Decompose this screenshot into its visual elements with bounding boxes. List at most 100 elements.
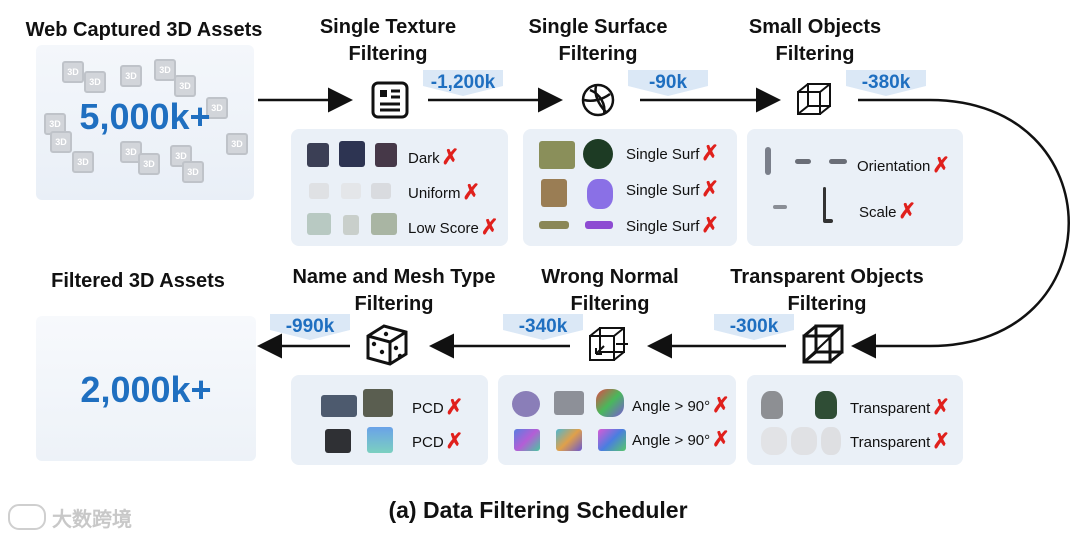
- criteria-panel-small: Orientation✗ Scale✗: [747, 129, 963, 246]
- removed-badge-texture: -1,200k: [423, 68, 503, 96]
- removed-badge-small: -380k: [846, 68, 926, 96]
- single-surface-asset-thumb: [539, 221, 569, 229]
- cube-3d-icon: 3D: [206, 97, 228, 119]
- wrong-normal-asset-thumb: [598, 429, 626, 451]
- cube-3d-icon: 3D: [120, 65, 142, 87]
- removed-badge-transparent: -300k: [714, 312, 794, 340]
- low-score-asset-thumb: [343, 215, 359, 235]
- pcd-asset-thumb: [367, 427, 393, 453]
- source-box: 3D 3D 3D 3D 3D 3D 3D 3D 3D 3D 3D 3D 3D 3…: [36, 45, 254, 200]
- removed-badge-surface: -90k: [628, 68, 708, 96]
- uniform-asset-thumb: [341, 183, 361, 199]
- watermark: 大数跨境: [8, 503, 132, 532]
- cube-3d-icon: 3D: [182, 161, 204, 183]
- reject-icon: ✗: [441, 146, 460, 169]
- texture-grid-icon: [370, 80, 410, 120]
- criterion-uniform: Uniform✗: [408, 181, 481, 204]
- knot-icon: [578, 80, 618, 120]
- criteria-panel-surface: Single Surf✗ Single Surf✗ Single Surf✗: [523, 129, 737, 246]
- dark-asset-thumb: [375, 143, 397, 167]
- cube-3d-icon: 3D: [226, 133, 248, 155]
- removed-badge-normal: -340k: [503, 312, 583, 340]
- uniform-asset-thumb: [309, 183, 329, 199]
- bounding-box-icon: [794, 80, 834, 120]
- cube-3d-icon: 3D: [72, 151, 94, 173]
- transparent-asset-thumb: [821, 427, 841, 455]
- arrow-curve-small-to-transparent: [851, 98, 1070, 359]
- criterion-angle: Angle > 90°✗: [632, 428, 730, 451]
- result-count: 2,000k+: [80, 369, 212, 410]
- criterion-low-score: Low Score✗: [408, 216, 499, 239]
- pcd-asset-thumb: [321, 395, 357, 417]
- criteria-panel-transparent: Transparent✗ Transparent✗: [747, 375, 963, 465]
- scale-asset-thumb: [823, 187, 826, 221]
- pcd-asset-thumb: [325, 429, 351, 453]
- reject-icon: ✗: [445, 430, 464, 453]
- reject-icon: ✗: [932, 396, 950, 419]
- criterion-dark: Dark✗: [408, 146, 460, 169]
- source-title: Web Captured 3D Assets: [25, 19, 263, 41]
- reject-icon: ✗: [712, 428, 730, 451]
- cube-3d-icon: 3D: [84, 71, 106, 93]
- reject-icon: ✗: [898, 200, 917, 223]
- transparent-asset-thumb: [761, 391, 783, 419]
- criteria-panel-normal: Angle > 90°✗ Angle > 90°✗: [498, 375, 736, 465]
- reject-icon: ✗: [712, 394, 730, 417]
- scale-asset-thumb: [823, 219, 833, 223]
- low-score-asset-thumb: [307, 213, 331, 235]
- dark-asset-thumb: [339, 141, 365, 167]
- transparent-asset-thumb: [815, 391, 837, 419]
- pcd-asset-thumb: [363, 389, 393, 417]
- criterion-transparent: Transparent✗: [850, 396, 950, 419]
- cube-3d-icon: 3D: [50, 131, 72, 153]
- criterion-pcd: PCD✗: [412, 396, 464, 419]
- cube-3d-icon: 3D: [138, 153, 160, 175]
- uniform-asset-thumb: [371, 183, 391, 199]
- criterion-scale: Scale✗: [859, 200, 917, 223]
- result-box: [36, 316, 256, 461]
- dark-asset-thumb: [307, 143, 329, 167]
- wrong-normal-asset-thumb: [512, 391, 540, 417]
- orientation-asset-thumb: [765, 147, 771, 175]
- removed-badge-mesh: -990k: [270, 312, 350, 340]
- wrong-normal-asset-thumb: [556, 429, 582, 451]
- watermark-logo-icon: [8, 504, 46, 530]
- orientation-asset-thumb: [795, 159, 811, 164]
- orientation-asset-thumb: [829, 159, 847, 164]
- criteria-panel-texture: Dark✗ Uniform✗ Low Score✗: [291, 129, 508, 246]
- single-surface-asset-thumb: [585, 221, 613, 229]
- figure-caption: (a) Data Filtering Scheduler: [388, 497, 688, 523]
- normal-axes-icon: [586, 322, 630, 366]
- wireframe-cube-icon: [800, 322, 846, 368]
- transparent-asset-thumb: [761, 427, 787, 455]
- criterion-single-surface: Single Surf✗: [626, 214, 719, 237]
- scale-asset-thumb: [773, 205, 787, 209]
- reject-icon: ✗: [462, 181, 481, 204]
- single-surface-asset-thumb: [539, 141, 575, 169]
- criterion-angle: Angle > 90°✗: [632, 394, 730, 417]
- criterion-orientation: Orientation✗: [857, 154, 950, 177]
- low-score-asset-thumb: [371, 213, 397, 235]
- reject-icon: ✗: [701, 178, 719, 201]
- single-surface-asset-thumb: [583, 139, 613, 169]
- criterion-transparent: Transparent✗: [850, 430, 950, 453]
- dice-icon: [364, 322, 410, 368]
- result-title: Filtered 3D Assets: [51, 270, 225, 292]
- wrong-normal-asset-thumb: [514, 429, 540, 451]
- transparent-asset-thumb: [791, 427, 817, 455]
- single-surface-asset-thumb: [541, 179, 567, 207]
- cube-3d-icon: 3D: [154, 59, 176, 81]
- source-count: 5,000k+: [79, 96, 211, 137]
- reject-icon: ✗: [701, 142, 719, 165]
- wrong-normal-asset-thumb: [596, 389, 624, 417]
- wrong-normal-asset-thumb: [554, 391, 584, 415]
- reject-icon: ✗: [445, 396, 464, 419]
- reject-icon: ✗: [932, 430, 950, 453]
